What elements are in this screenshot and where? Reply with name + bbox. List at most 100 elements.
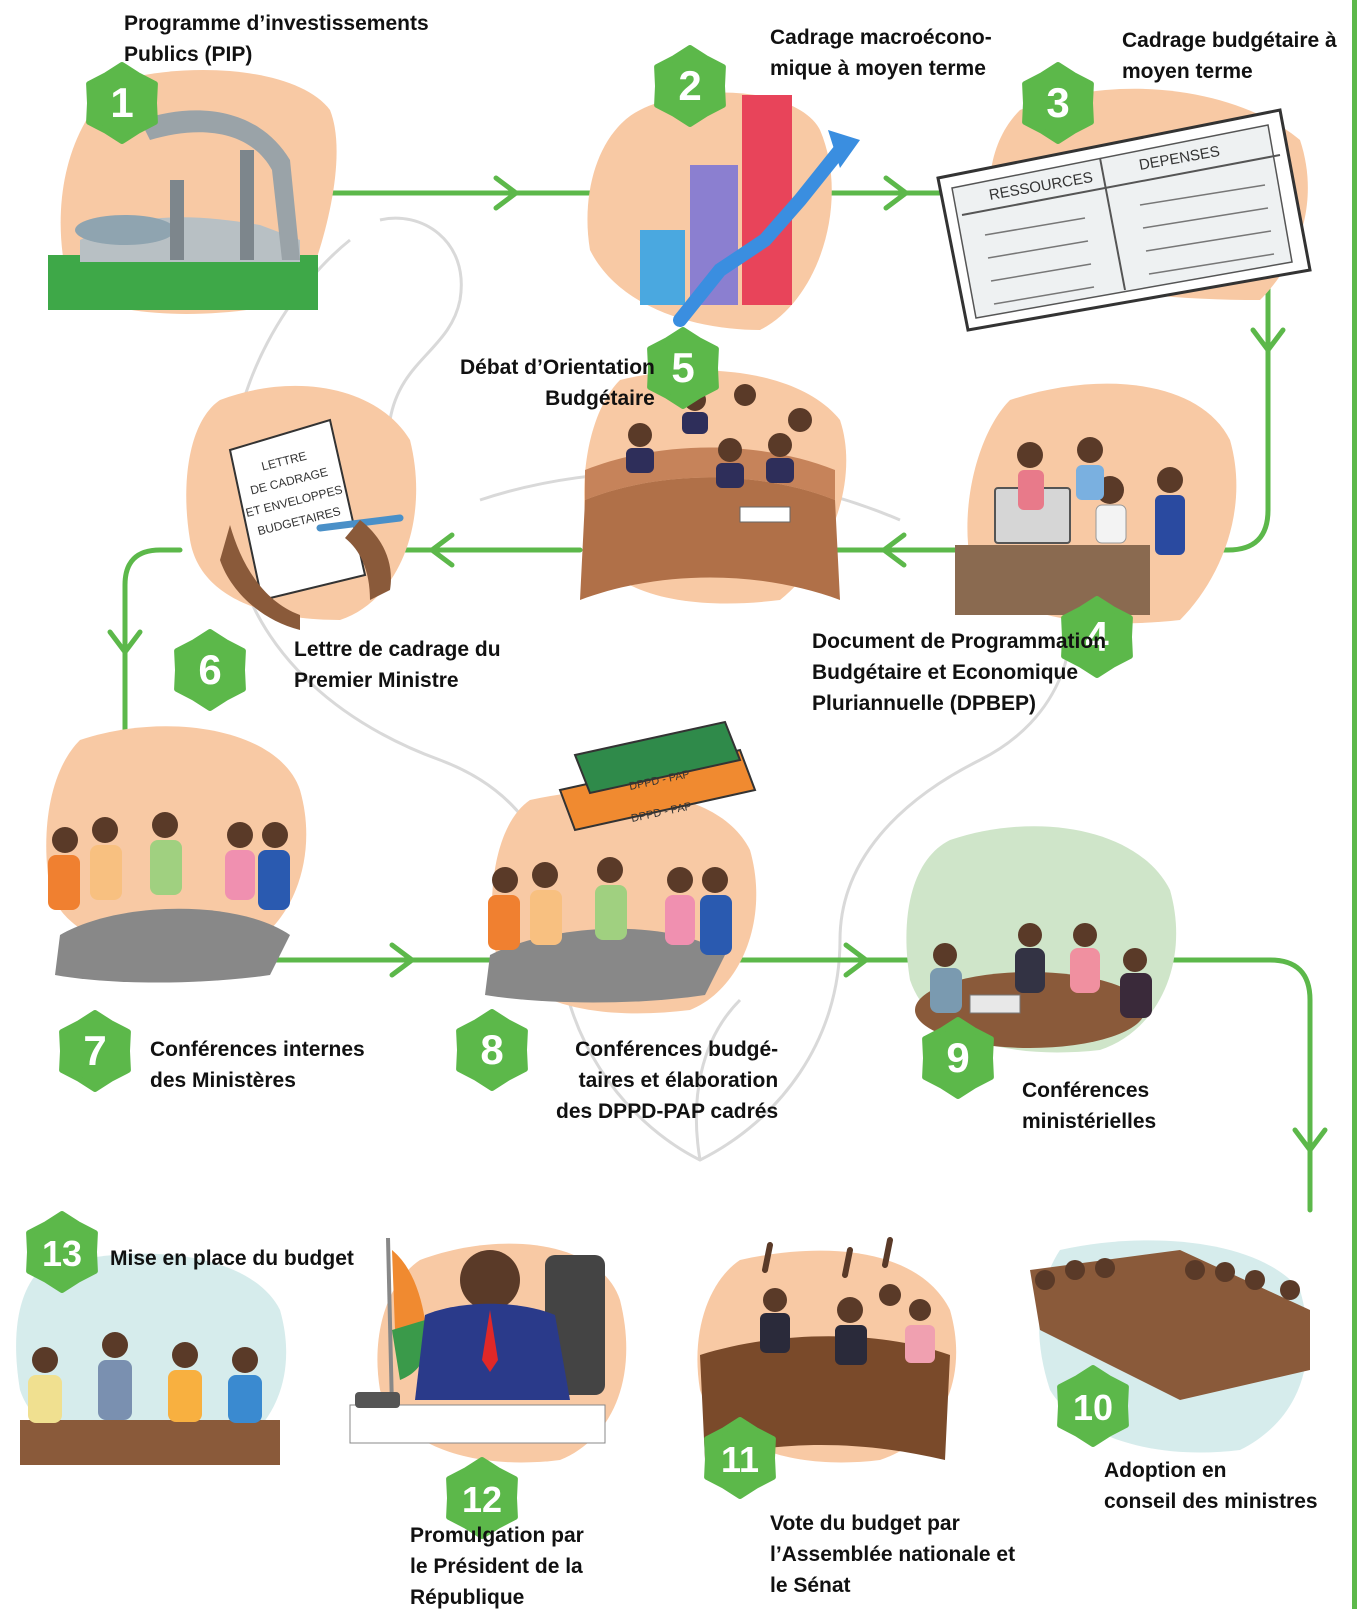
step-10-label: Adoption en conseil des ministres [1104, 1455, 1318, 1517]
arrowhead-9-10 [1292, 1127, 1328, 1153]
step-6-label: Lettre de cadrage du Premier Ministre [294, 634, 501, 696]
step-4-label: Document de Programmation Budgétaire et … [812, 626, 1106, 719]
step-8-badge-shape [456, 1009, 528, 1091]
step-4-badge-number: 4 [1085, 613, 1109, 660]
arrowhead-7-8 [389, 942, 415, 978]
step-10-badge-number: 10 [1073, 1387, 1113, 1428]
step-13-label-line-1: Mise en place du budget [110, 1247, 354, 1270]
step-3-badge: 3 [1022, 62, 1094, 144]
connector-9-10 [1137, 957, 1313, 1213]
step-9-badge-number: 9 [946, 1034, 969, 1081]
step-5-badge: 5 [647, 327, 719, 409]
step-3-label-line-2: moyen terme [1122, 60, 1253, 83]
step-9-label: Conférences ministérielles [1022, 1075, 1156, 1137]
step-12-badge: 12 [446, 1457, 518, 1539]
step-6-badge-number: 6 [198, 646, 221, 693]
step-2-label-line-1: Cadrage macroécono- [770, 26, 992, 49]
step-8-label: Conférences budgé- taires et élaboration… [556, 1034, 778, 1127]
step-9-badge-shape [922, 1017, 994, 1099]
step-1-label: Programme d’investissements Publics (PIP… [124, 8, 429, 70]
illustration-8-budget-conferences: DPPD - PAP DPPD - PAP [485, 720, 757, 1014]
illustration-11-budget-vote [697, 1237, 957, 1463]
step-12-label-line-1: Promulgation par [410, 1524, 584, 1547]
binders-stack: DPPD - PAP DPPD - PAP [558, 720, 757, 832]
step-6-badge-shape [174, 629, 246, 711]
step-10-badge: 10 [1057, 1365, 1129, 1447]
step-7-badge-shape [59, 1010, 131, 1092]
step-12-label-line-3: République [410, 1586, 525, 1609]
step-11-badge-number: 11 [721, 1439, 759, 1480]
step-9-label-line-2: ministérielles [1022, 1110, 1157, 1133]
arrowhead-6-7 [107, 629, 143, 655]
step-5-label-line-2: Budgétaire [545, 387, 655, 410]
step-1-label-line-2: Publics (PIP) [124, 43, 253, 66]
step-2-badge-shape [654, 45, 726, 127]
step-5-badge-shape [647, 327, 719, 409]
step-6-label-line-2: Premier Ministre [294, 669, 459, 692]
step-8-label-line-2: taires et élaboration [578, 1069, 779, 1092]
step-2-badge: 2 [654, 45, 726, 127]
step-13-badge-number: 13 [42, 1233, 82, 1274]
step-5-badge-number: 5 [671, 344, 694, 391]
step-7-badge: 7 [59, 1010, 131, 1092]
step-11-badge-shape [704, 1417, 776, 1499]
illustration-9-ministerial-conferences [906, 826, 1177, 1053]
step-9-badge: 9 [922, 1017, 994, 1099]
step-1-label-line-1: Programme d’investissements [124, 12, 429, 35]
step-13-badge-shape [26, 1211, 98, 1293]
illustration-12-promulgation [349, 1237, 627, 1463]
step-1-badge-number: 1 [110, 79, 133, 126]
step-12-badge-shape [446, 1457, 518, 1539]
step-11-label-line-3: le Sénat [770, 1574, 851, 1597]
connector-3-4 [1197, 277, 1271, 553]
step-4-label-line-3: Pluriannuelle (DPBEP) [812, 692, 1037, 715]
step-5-label: Débat d’Orientation Budgétaire [460, 352, 655, 414]
step-4-badge-shape [1061, 596, 1133, 678]
step-10-badge-shape [1057, 1365, 1129, 1447]
step-3-label-line-1: Cadrage budgétaire à [1122, 29, 1337, 52]
step-3-badge-number: 3 [1046, 79, 1069, 126]
step-3-badge-shape [1022, 62, 1094, 144]
step-12-label-line-2: le Président de la [410, 1555, 583, 1578]
arrowhead-1-2 [493, 175, 519, 211]
step-2-label-line-2: mique à moyen terme [770, 57, 986, 80]
arrowhead-4-5 [881, 532, 907, 568]
step-1-badge-shape [86, 62, 158, 144]
step-8-label-line-1: Conférences budgé- [575, 1038, 779, 1061]
step-10-label-line-2: conseil des ministres [1104, 1490, 1318, 1513]
step-8-label-line-3: des DPPD-PAP cadrés [556, 1100, 779, 1123]
illustration-13-budget-implementation [16, 1253, 287, 1465]
step-4-label-line-1: Document de Programmation [812, 630, 1107, 653]
step-6-badge: 6 [174, 629, 246, 711]
illustration-6-framing-letter: LETTRE DE CADRAGE ET ENVELOPPES BUDGETAI… [186, 385, 417, 630]
arrowhead-2-3 [883, 175, 909, 211]
step-7-badge-number: 7 [83, 1027, 106, 1074]
illustration-7-internal-conferences [46, 726, 307, 983]
step-11-label: Vote du budget par l’Assemblée nationale… [770, 1508, 1015, 1601]
step-7-label-line-2: des Ministères [150, 1069, 296, 1092]
illustration-4-dpbep-team [955, 383, 1237, 624]
arrowhead-5-6 [429, 532, 455, 568]
step-13-badge: 13 [26, 1211, 98, 1293]
step-9-label-line-1: Conférences [1022, 1079, 1150, 1102]
step-8-badge-number: 8 [480, 1026, 503, 1073]
step-6-label-line-1: Lettre de cadrage du [294, 638, 501, 661]
illustration-2-growth-chart [587, 92, 860, 330]
step-13-label: Mise en place du budget [110, 1243, 354, 1274]
connector-6-7 [122, 547, 183, 743]
right-edge-line [1352, 0, 1357, 1609]
step-2-label: Cadrage macroécono- mique à moyen terme [770, 22, 992, 84]
arrowhead-8-9 [843, 942, 869, 978]
step-2-badge-number: 2 [678, 62, 701, 109]
step-4-badge: 4 [1061, 596, 1133, 678]
step-8-badge: 8 [456, 1009, 528, 1091]
step-12-badge-number: 12 [462, 1479, 502, 1520]
arrowhead-3-4 [1250, 327, 1286, 353]
step-11-badge: 11 [704, 1417, 776, 1499]
step-11-label-line-2: l’Assemblée nationale et [770, 1543, 1016, 1566]
step-12-label: Promulgation par le Président de la Répu… [410, 1520, 584, 1613]
step-11-label-line-1: Vote du budget par [770, 1512, 960, 1535]
illustration-5-orientation-debate [580, 370, 847, 604]
